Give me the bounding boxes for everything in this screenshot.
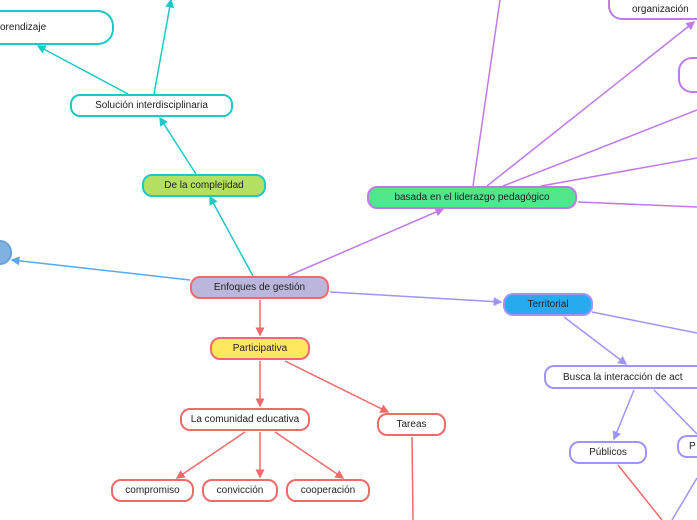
node-label: convicción [216,485,264,496]
node-label: Públicos [589,447,627,458]
node-cooperacion[interactable]: cooperación [286,479,370,502]
node-p[interactable]: P [677,435,697,458]
node-conviccion[interactable]: convicción [202,479,278,502]
node-territorial[interactable]: Territorial [503,293,593,316]
node-de-la-complejidad[interactable]: De la complejidad [142,174,266,197]
node-label: Solución interdisciplinaria [95,100,208,111]
node-label: basada en el liderazgo pedagógico [394,192,550,203]
node-label: Participativa [232,343,288,354]
node-busca-interaccion[interactable]: Busca la interacción de act [544,365,697,389]
node-label: cooperación [300,485,356,496]
node-tareas[interactable]: Tareas [377,413,446,436]
node-compromiso[interactable]: compromiso [111,479,194,502]
node-participativa[interactable]: Participativa [210,337,310,360]
node-label: De la complejidad [164,180,244,191]
node-label: P [689,441,696,452]
node-publicos[interactable]: Públicos [569,441,647,464]
node-liderazgo-pedagogico[interactable]: basada en el liderazgo pedagógico [367,186,577,209]
node-enfoques-de-gestion[interactable]: Enfoques de gestión [190,276,329,299]
node-label: Busca la interacción de act [563,371,683,383]
node-organizacion[interactable]: organización [608,0,697,20]
node-solucion-interdisciplinaria[interactable]: Solución interdisciplinaria [70,94,233,117]
node-label: La comunidad educativa [190,414,300,425]
node-label: orendizaje [0,22,47,33]
node-liderazgo-child[interactable] [678,57,697,93]
node-aprendizaje[interactable]: orendizaje [0,10,114,45]
node-label: Territorial [527,299,569,310]
node-label: Tareas [396,419,427,430]
node-label: Enfoques de gestión [213,282,306,293]
node-label: organización [632,3,689,15]
node-comunidad-educativa[interactable]: La comunidad educativa [180,408,310,431]
node-label: compromiso [125,485,180,496]
